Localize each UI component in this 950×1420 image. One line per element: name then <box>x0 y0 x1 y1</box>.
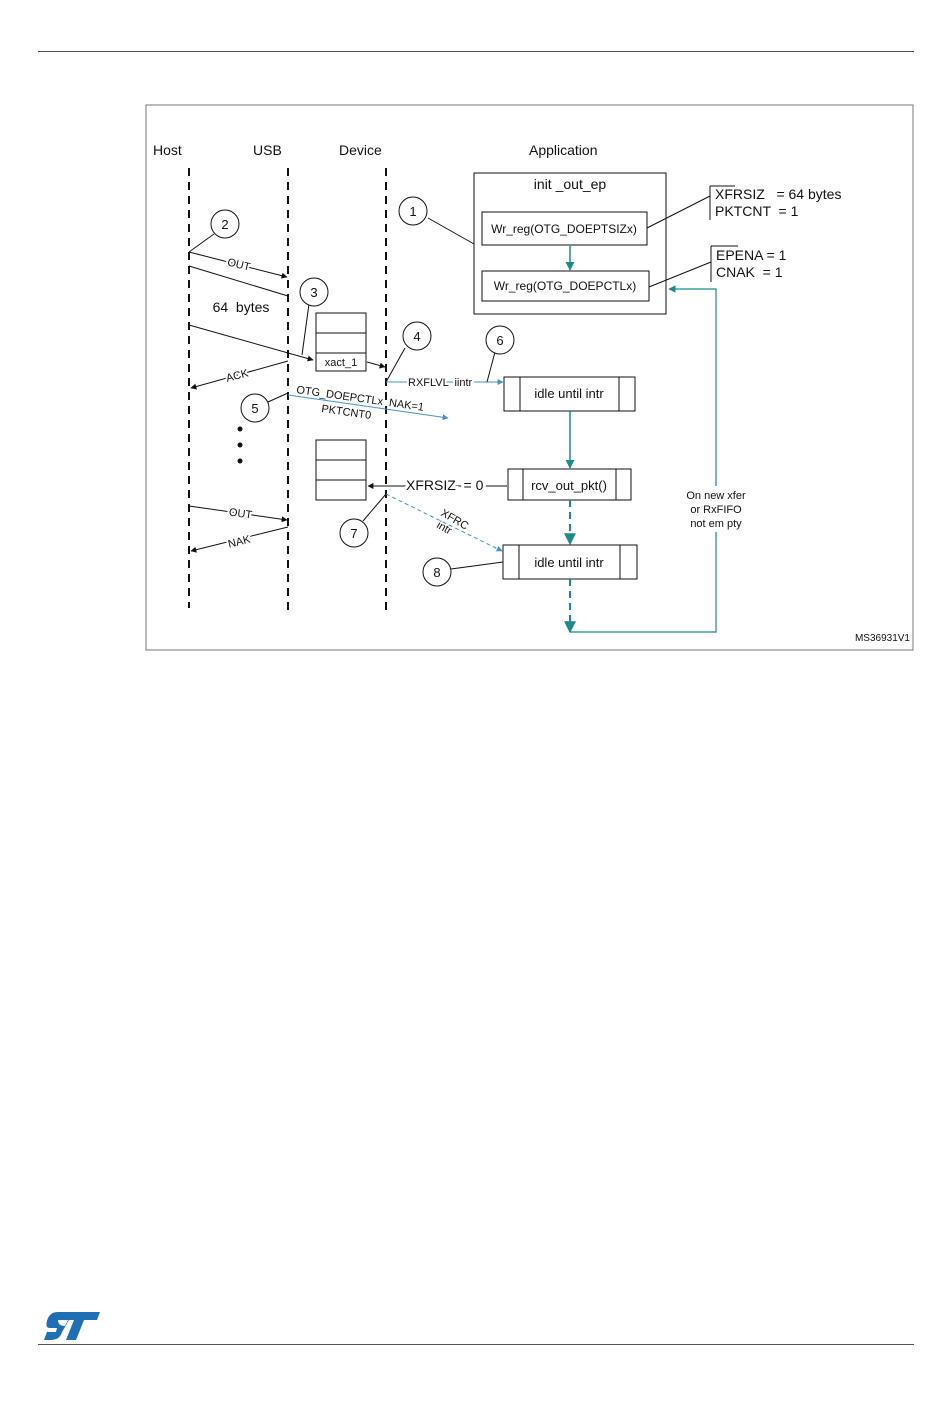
note-epena-leader <box>648 261 712 288</box>
step-5-number: 5 <box>251 401 258 416</box>
fifo1-slot-3 <box>315 352 367 372</box>
step-8-leader <box>450 561 504 570</box>
step-4-number: 4 <box>413 329 420 344</box>
note-xfrsiz: XFRSIZ = 64 bytes <box>715 186 841 202</box>
st-logo <box>44 1312 100 1340</box>
fifo2-slot-1 <box>315 439 367 461</box>
rxflvl-label: RXFLVL iintr <box>408 377 473 389</box>
fifo1-slot-2 <box>315 332 367 354</box>
xfrc-arrow <box>385 493 503 552</box>
step-1-leader <box>427 217 475 245</box>
loop-note-bg <box>680 486 752 532</box>
loop-note-line-2: or RxFIFO <box>690 504 742 516</box>
lane-device-label: Device <box>339 142 382 158</box>
step-7-circle <box>339 518 369 548</box>
idle-box-1-label: idle until intr <box>534 386 604 401</box>
idle-box-2-label: idle until intr <box>534 555 604 570</box>
step-2-circle <box>210 209 240 239</box>
usb-out-transfer-diagram: Host USB Device Application init _out_ep… <box>145 104 914 651</box>
step-7-number: 7 <box>350 526 357 541</box>
step-4-leader <box>385 347 406 383</box>
step-6-circle <box>485 325 515 355</box>
xfrsiz0-label: XFRSIZ = 0 <box>406 477 484 493</box>
idle-box-1 <box>503 376 636 412</box>
wr-doeptsiz-box <box>481 211 648 246</box>
step-5-leader <box>267 392 289 403</box>
out2-arrow <box>188 505 288 523</box>
note-cnak: CNAK = 1 <box>716 264 783 280</box>
note-epena: EPENA = 1 <box>716 247 787 263</box>
step-8-number: 8 <box>433 565 440 580</box>
fifo1-xact-label: xact_1 <box>325 357 357 369</box>
loop-back-line <box>570 285 717 633</box>
data-bottom-edge <box>188 324 314 362</box>
step-5-circle <box>240 393 270 423</box>
nak-label: NAK <box>227 533 252 550</box>
figure-id: MS36931V1 <box>855 633 910 644</box>
loop-note-line-3: not em pty <box>690 518 742 530</box>
note-xfrsiz-leader <box>646 195 711 229</box>
out1-arrow <box>188 251 288 279</box>
step-2-number: 2 <box>221 217 228 232</box>
ellipsis-dot-1 <box>237 426 243 432</box>
ack-label: ACK <box>225 367 251 385</box>
out2-label: OUT <box>228 506 253 521</box>
idle-box-2 <box>502 544 638 580</box>
step-1-circle <box>398 196 428 226</box>
step-8-circle <box>422 557 452 587</box>
step-6-number: 6 <box>496 333 503 348</box>
lane-application-label: Application <box>529 142 598 158</box>
fifo1-slot-1 <box>315 312 367 334</box>
note-pktcnt: PKTCNT = 1 <box>715 203 799 219</box>
fifo2-slot-3 <box>315 479 367 501</box>
figure-frame <box>145 104 914 651</box>
ack-arrow <box>190 360 289 390</box>
step-2-leader <box>188 233 215 253</box>
data-label: 64 bytes <box>213 299 270 315</box>
init-out-ep-title: init _out_ep <box>534 176 607 192</box>
wr-doepctl-label: Wr_reg(OTG_DOEPCTLx) <box>494 279 636 293</box>
header-rule <box>38 51 914 52</box>
wr-doepctl-box <box>481 270 650 302</box>
ellipsis-dot-3 <box>237 458 243 464</box>
lane-host-label: Host <box>153 142 182 158</box>
step-1-number: 1 <box>409 204 416 219</box>
fifo1-to-device-arrow <box>366 361 386 369</box>
step-3-number: 3 <box>310 285 317 300</box>
out1-label: OUT <box>226 256 252 273</box>
rcv-out-pkt-box <box>507 468 632 501</box>
nak-arrow <box>190 526 289 553</box>
step-3-circle <box>299 277 329 307</box>
fifo2-slot-2 <box>315 459 367 481</box>
step-4-circle <box>402 321 432 351</box>
lane-usb-label: USB <box>253 142 282 158</box>
ellipsis-dot-2 <box>237 442 243 448</box>
data-top-edge <box>188 265 289 297</box>
step-6-leader <box>486 351 496 383</box>
rcv-out-pkt-label: rcv_out_pkt() <box>531 478 607 493</box>
step-3-leader <box>301 303 310 356</box>
doepctl-nak-arrow <box>287 394 449 421</box>
wr-doeptsiz-label: Wr_reg(OTG_DOEPTSIZx) <box>491 222 637 236</box>
footer-rule <box>38 1344 914 1345</box>
step-7-leader <box>362 493 387 522</box>
loop-note-line-1: On new xfer <box>686 490 746 502</box>
